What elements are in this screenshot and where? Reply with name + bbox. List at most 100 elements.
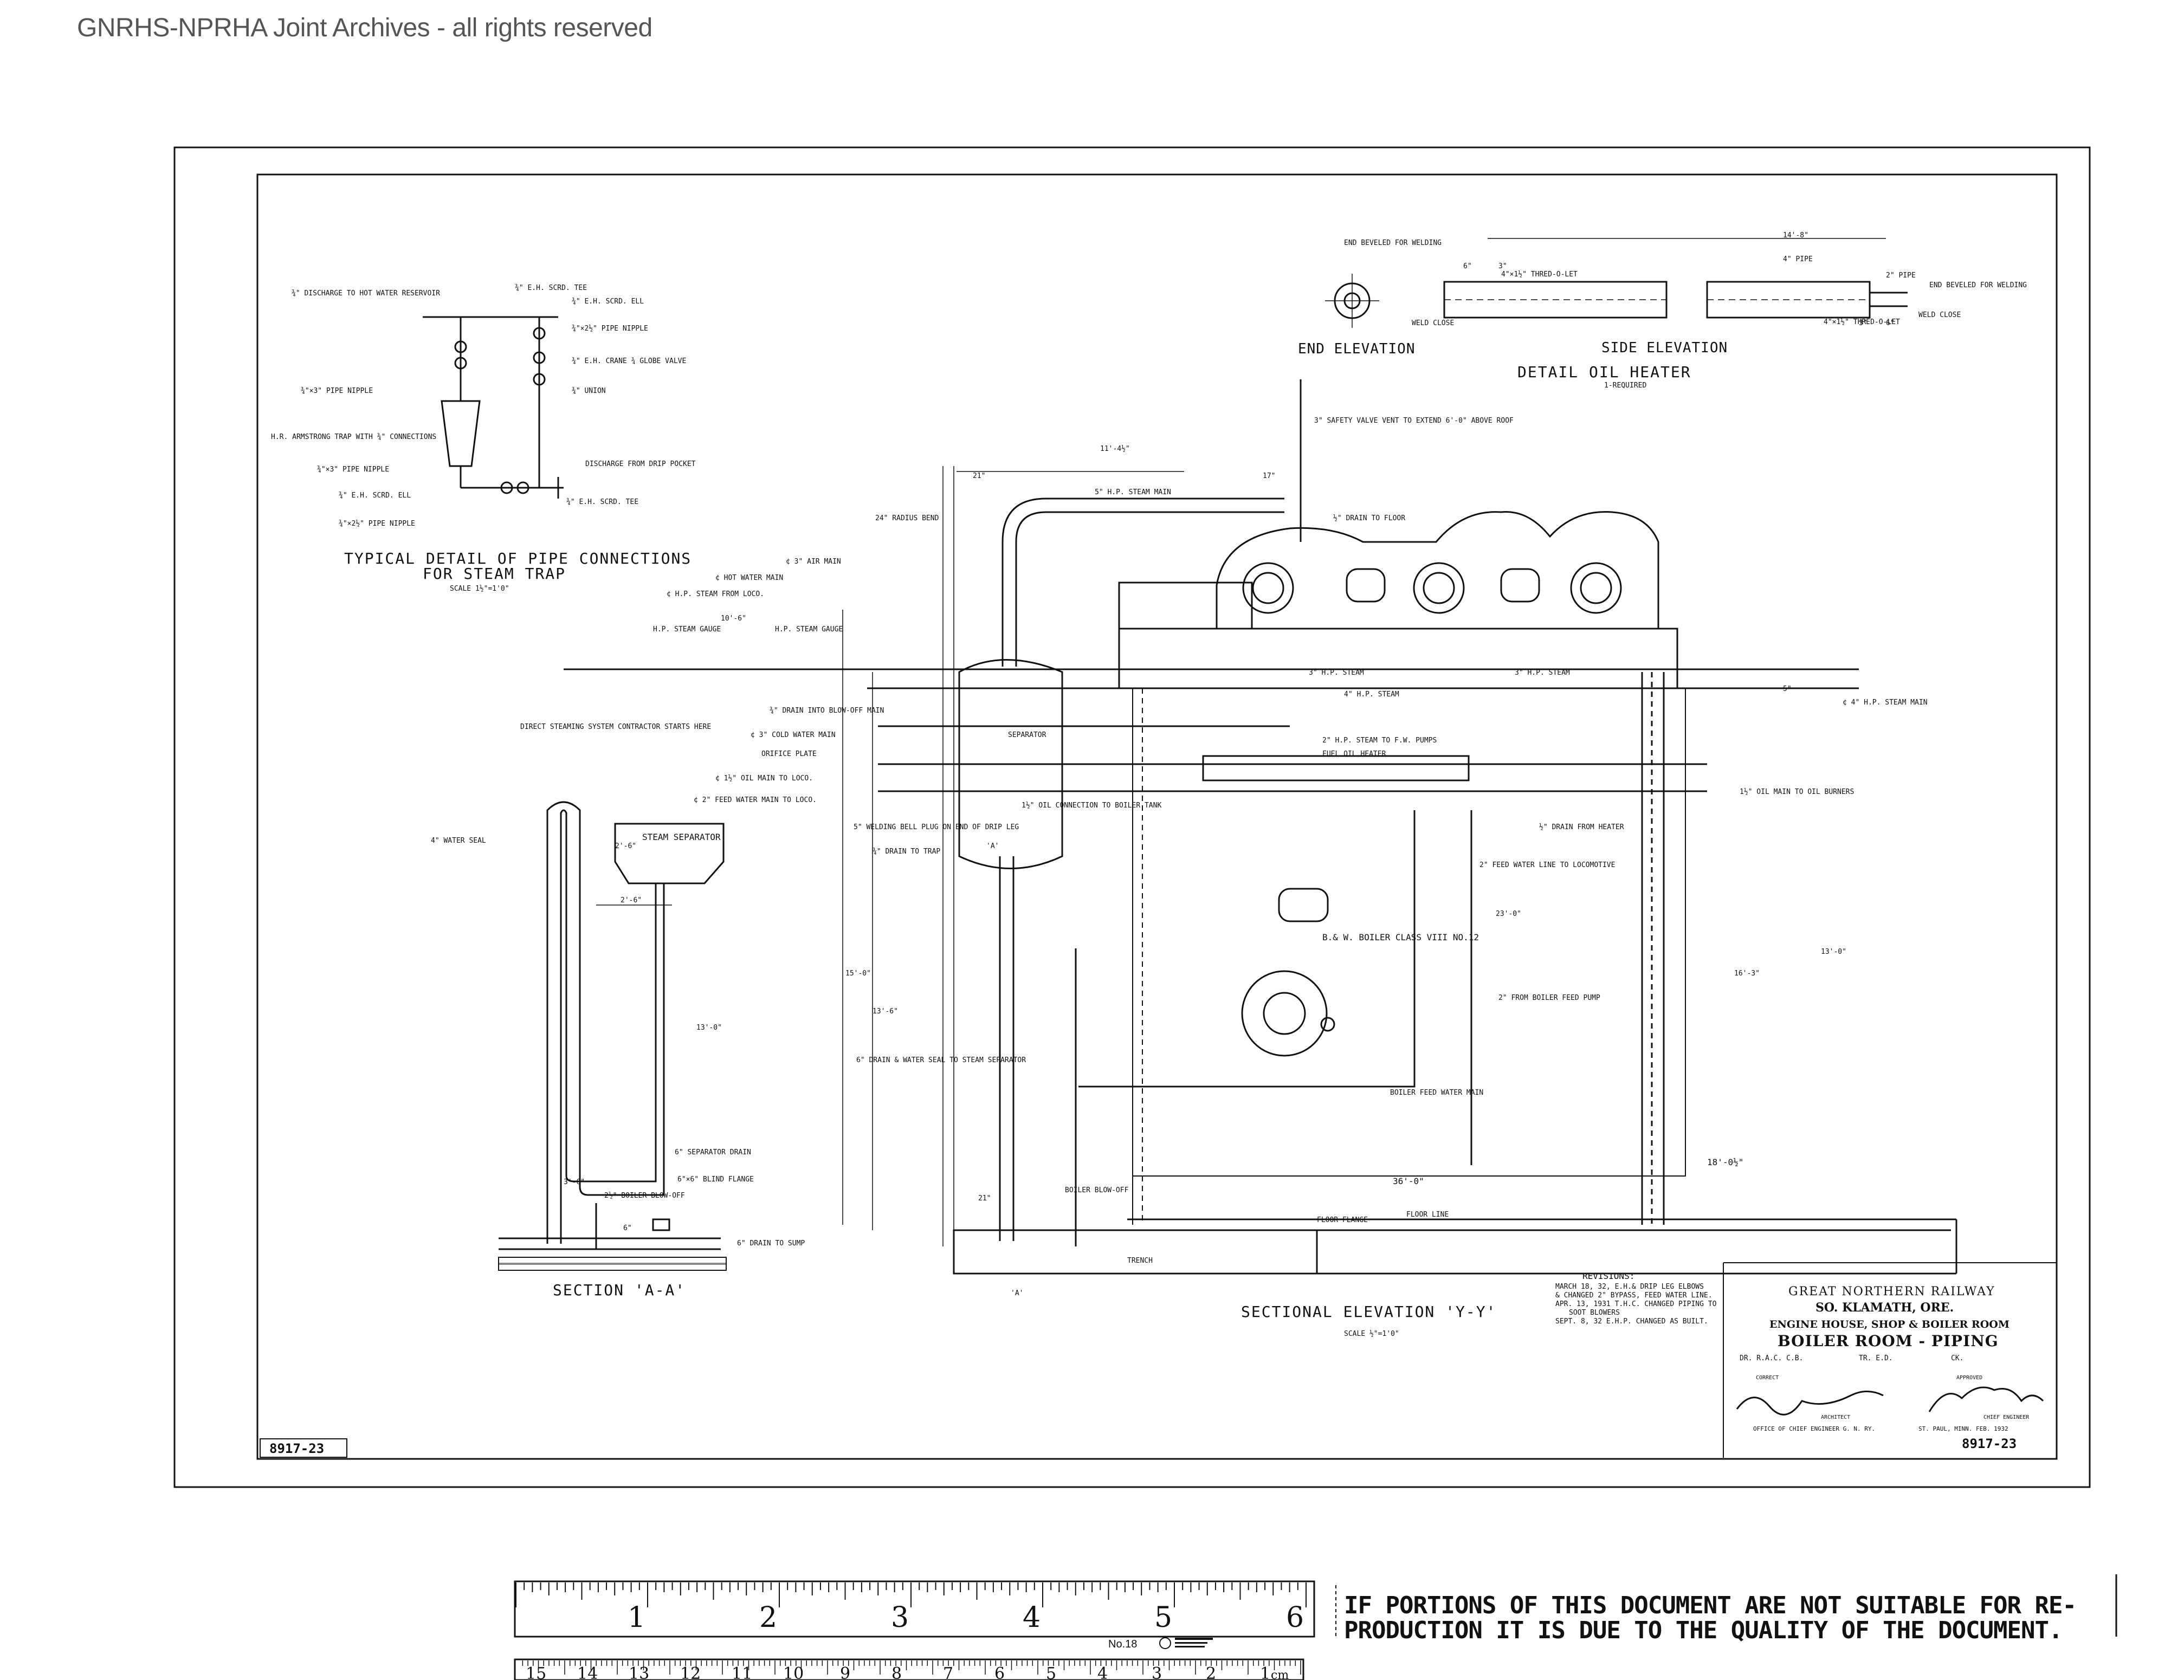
svg-text:2" FROM BOILER FEED PUMP: 2" FROM BOILER FEED PUMP bbox=[1498, 994, 1600, 1002]
ruler-cm-14: 14 bbox=[577, 1664, 598, 1680]
ruler-cm-12: 12 bbox=[680, 1664, 701, 1680]
svg-text:6" SEPARATOR DRAIN: 6" SEPARATOR DRAIN bbox=[675, 1148, 751, 1156]
svg-text:36'-0": 36'-0" bbox=[1393, 1176, 1424, 1186]
svg-text:3" H.P. STEAM: 3" H.P. STEAM bbox=[1309, 669, 1364, 677]
svg-text:¢ 3" COLD WATER MAIN: ¢ 3" COLD WATER MAIN bbox=[751, 731, 836, 739]
svg-text:¾"×2½" PIPE NIPPLE: ¾"×2½" PIPE NIPPLE bbox=[339, 520, 415, 528]
svg-text:¾"×3" PIPE NIPPLE: ¾"×3" PIPE NIPPLE bbox=[317, 466, 389, 474]
svg-text:21": 21" bbox=[973, 472, 985, 480]
sheet-border bbox=[173, 146, 2091, 1488]
svg-text:10'-6": 10'-6" bbox=[721, 615, 746, 623]
revisions: REVISIONS: MARCH 18, 32, E.H.& DRIP LEG … bbox=[1555, 1271, 1717, 1326]
svg-text:MARCH 18, 32, E.H.& DRIP LEG E: MARCH 18, 32, E.H.& DRIP LEG ELBOWS bbox=[1555, 1283, 1704, 1291]
svg-text:¾" DISCHARGE TO HOT WATER RESE: ¾" DISCHARGE TO HOT WATER RESERVOIR bbox=[292, 289, 440, 298]
ruler-cm-5: 5 bbox=[1046, 1664, 1056, 1680]
steam-trap-title: TYPICAL DETAIL OF PIPE CONNECTIONS bbox=[344, 550, 692, 567]
svg-text:17": 17" bbox=[1263, 472, 1275, 480]
svg-text:4"×1½" THRED-O-LET: 4"×1½" THRED-O-LET bbox=[1501, 270, 1578, 279]
svg-text:6"×6" BLIND FLANGE: 6"×6" BLIND FLANGE bbox=[677, 1175, 754, 1184]
svg-text:3'-6": 3'-6" bbox=[564, 1178, 585, 1186]
ruler-cm-9: 9 bbox=[840, 1664, 850, 1680]
ruler-inch-numbers: 1 2 3 4 5 6 bbox=[628, 1601, 1304, 1634]
svg-text:3" SAFETY VALVE VENT TO EXTEND: 3" SAFETY VALVE VENT TO EXTEND 6'-0" ABO… bbox=[1314, 417, 1514, 425]
svg-text:WELD CLOSE: WELD CLOSE bbox=[1918, 311, 1961, 319]
ruler-cm-7: 7 bbox=[943, 1664, 953, 1680]
ruler-cm-11: 11 bbox=[732, 1664, 752, 1680]
svg-text:¢ 3" AIR MAIN: ¢ 3" AIR MAIN bbox=[786, 558, 841, 566]
svg-text:4"×1½" THRED-O-LET: 4"×1½" THRED-O-LET bbox=[1824, 318, 1900, 326]
ruler-inch-1: 1 bbox=[628, 1601, 645, 1634]
svg-text:SEPT. 8, 32 E.H.P. CHANGED AS: SEPT. 8, 32 E.H.P. CHANGED AS BUILT. bbox=[1555, 1317, 1708, 1326]
svg-text:3": 3" bbox=[1498, 262, 1507, 270]
svg-text:FLOOR LINE: FLOOR LINE bbox=[1406, 1211, 1449, 1219]
svg-text:END BEVELED FOR WELDING: END BEVELED FOR WELDING bbox=[1929, 281, 2027, 289]
svg-text:DR. R.A.C. C.B.: DR. R.A.C. C.B. bbox=[1740, 1354, 1803, 1362]
oil-heater-subtitle: 1-REQUIRED bbox=[1604, 382, 1646, 390]
svg-text:ARCHITECT: ARCHITECT bbox=[1821, 1414, 1850, 1420]
section-aa-floor-hatch bbox=[499, 1263, 726, 1265]
svg-text:SEPARATOR: SEPARATOR bbox=[1008, 731, 1046, 739]
svg-text:FLOOR FLANGE: FLOOR FLANGE bbox=[1317, 1216, 1368, 1224]
svg-text:& CHANGED 2" BYPASS, FEED WATE: & CHANGED 2" BYPASS, FEED WATER LINE. bbox=[1555, 1291, 1713, 1300]
svg-text:¾" UNION: ¾" UNION bbox=[572, 387, 606, 395]
svg-text:¾" E.H. SCRD. TEE: ¾" E.H. SCRD. TEE bbox=[515, 284, 587, 292]
svg-text:6": 6" bbox=[1886, 319, 1895, 327]
svg-text:13'-0": 13'-0" bbox=[696, 1024, 722, 1032]
svg-text:¾" E.H. CRANE ¾ GLOBE VALVE: ¾" E.H. CRANE ¾ GLOBE VALVE bbox=[572, 357, 686, 365]
svg-text:2'-6": 2'-6" bbox=[621, 896, 642, 904]
section-aa-labels: 4" WATER SEAL STEAM SEPARATOR 2'-6" 2'-6… bbox=[431, 832, 805, 1299]
ruler-cm-10: 10 bbox=[783, 1664, 804, 1680]
ruler-label: No.18 bbox=[1108, 1638, 1137, 1650]
svg-text:1½" OIL CONNECTION TO BOILER T: 1½" OIL CONNECTION TO BOILER TANK bbox=[1022, 802, 1161, 810]
svg-text:¾"×2½" PIPE NIPPLE: ¾"×2½" PIPE NIPPLE bbox=[572, 325, 648, 333]
svg-text:¾" E.H. SCRD. TEE: ¾" E.H. SCRD. TEE bbox=[566, 498, 638, 506]
svg-text:6": 6" bbox=[623, 1224, 632, 1232]
svg-text:BOILER BLOW-OFF: BOILER BLOW-OFF bbox=[1065, 1186, 1129, 1194]
ruler-inch-2: 2 bbox=[759, 1601, 777, 1634]
svg-text:H.R. ARMSTRONG TRAP WITH ¾" CO: H.R. ARMSTRONG TRAP WITH ¾" CONNECTIONS bbox=[271, 433, 436, 441]
reproduction-quality-notice: IF PORTIONS OF THIS DOCUMENT ARE NOT SUI… bbox=[1344, 1593, 2119, 1643]
svg-text:¾" DRAIN TO TRAP: ¾" DRAIN TO TRAP bbox=[873, 848, 940, 856]
svg-text:16'-3": 16'-3" bbox=[1734, 970, 1760, 978]
ruler-cm-6: 6 bbox=[994, 1664, 1005, 1680]
section-yy-scale: SCALE ½"=1'0" bbox=[1344, 1330, 1399, 1338]
steam-trap-title-2: FOR STEAM TRAP bbox=[423, 565, 566, 583]
svg-text:'A': 'A' bbox=[1011, 1289, 1023, 1297]
svg-text:¾"×3" PIPE NIPPLE: ¾"×3" PIPE NIPPLE bbox=[301, 387, 373, 395]
svg-text:13'-6": 13'-6" bbox=[873, 1007, 898, 1016]
ruler-ticks bbox=[515, 1582, 1307, 1675]
side-elevation-title: SIDE ELEVATION bbox=[1601, 340, 1728, 356]
steam-trap-detail bbox=[423, 316, 564, 499]
svg-text:END BEVELED FOR WELDING: END BEVELED FOR WELDING bbox=[1344, 239, 1442, 247]
svg-text:¢ H.P. STEAM FROM LOCO.: ¢ H.P. STEAM FROM LOCO. bbox=[667, 590, 764, 598]
svg-text:OFFICE OF CHIEF ENGINEER G. N: OFFICE OF CHIEF ENGINEER G. N. RY. bbox=[1753, 1425, 1875, 1432]
notice-line-1: IF PORTIONS OF THIS DOCUMENT ARE NOT SUI… bbox=[1344, 1592, 2077, 1619]
svg-text:23'-0": 23'-0" bbox=[1496, 910, 1521, 918]
svg-text:TR. E.D.: TR. E.D. bbox=[1859, 1354, 1893, 1362]
svg-text:ST. PAUL, MINN. FEB. 1932: ST. PAUL, MINN. FEB. 1932 bbox=[1918, 1425, 2008, 1432]
svg-text:6" DRAIN TO SUMP: 6" DRAIN TO SUMP bbox=[737, 1239, 805, 1248]
drawing-number-box: 8917-23 bbox=[260, 1438, 347, 1458]
svg-text:6": 6" bbox=[1463, 262, 1472, 270]
ruler-cm-15: 15 bbox=[526, 1664, 546, 1680]
ruler-cm-unit: cm bbox=[1271, 1669, 1289, 1680]
svg-text:¾" DRAIN INTO BLOW-OFF MAIN: ¾" DRAIN INTO BLOW-OFF MAIN bbox=[770, 707, 884, 715]
title-block: GREAT NORTHERN RAILWAY SO. KLAMATH, ORE.… bbox=[1723, 1262, 2057, 1458]
svg-text:¢ HOT WATER MAIN: ¢ HOT WATER MAIN bbox=[715, 574, 783, 582]
ruler-cm-1: 1 bbox=[1260, 1664, 1270, 1680]
ruler-cm-numbers: 1 cm 2 3 4 5 6 7 8 9 10 11 12 13 14 15 bbox=[526, 1664, 1289, 1680]
ruler-cm-2: 2 bbox=[1206, 1664, 1216, 1680]
svg-text:¢ 4" H.P. STEAM MAIN: ¢ 4" H.P. STEAM MAIN bbox=[1843, 699, 1928, 707]
svg-text:2½" BOILER BLOW-OFF: 2½" BOILER BLOW-OFF bbox=[604, 1192, 685, 1200]
ruler-cm-3: 3 bbox=[1152, 1664, 1162, 1680]
svg-text:BOILER FEED WATER MAIN: BOILER FEED WATER MAIN bbox=[1390, 1089, 1483, 1097]
steam-trap-labels: ¾" DISCHARGE TO HOT WATER RESERVOIR ¾" E… bbox=[271, 284, 696, 593]
svg-text:CK.: CK. bbox=[1951, 1354, 1963, 1362]
svg-text:3": 3" bbox=[1859, 319, 1868, 327]
svg-text:5": 5" bbox=[1783, 685, 1792, 693]
ruler-cm-4: 4 bbox=[1097, 1664, 1108, 1680]
section-aa-drawing bbox=[498, 801, 727, 1271]
svg-text:14'-8": 14'-8" bbox=[1783, 231, 1808, 240]
svg-text:1½" OIL MAIN TO OIL BURNERS: 1½" OIL MAIN TO OIL BURNERS bbox=[1740, 788, 1854, 796]
svg-text:SOOT BLOWERS: SOOT BLOWERS bbox=[1569, 1309, 1620, 1317]
